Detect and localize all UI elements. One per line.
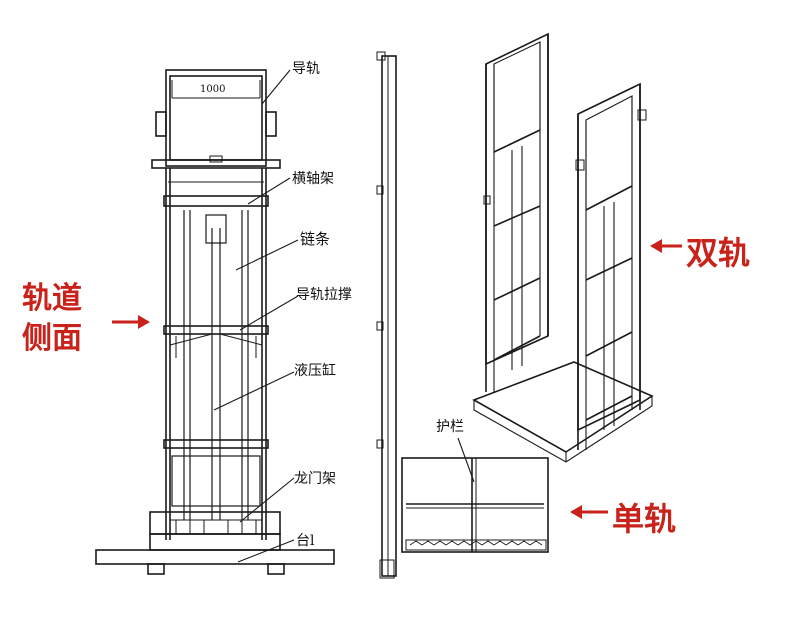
- side-view-frame: [95, 69, 335, 575]
- label-cross-shaft: 横轴架: [292, 171, 334, 187]
- single-rail-label: 单轨: [612, 500, 677, 538]
- label-platform: 台l: [296, 533, 315, 549]
- label-rail-brace: 导轨拉撑: [296, 287, 352, 303]
- label-guardrail: 护栏: [436, 419, 464, 435]
- arrows: [112, 239, 682, 519]
- label-chain: 链条: [300, 230, 331, 248]
- label-gantry: 龙门架: [294, 471, 336, 487]
- track-side-view: [376, 51, 397, 579]
- dimension-label: 1000: [200, 84, 226, 95]
- track-side-label-line2: 侧面: [22, 321, 82, 356]
- label-guide-rail: 导轨: [292, 61, 320, 77]
- double-rail-label: 双轨: [686, 234, 751, 272]
- label-hydraulic-cylinder: 液压缸: [294, 363, 336, 379]
- double-rail-view: [472, 32, 654, 463]
- single-rail-view: [401, 437, 549, 553]
- track-side-label-line1: 轨道: [22, 281, 82, 316]
- leader-lines: [213, 69, 299, 563]
